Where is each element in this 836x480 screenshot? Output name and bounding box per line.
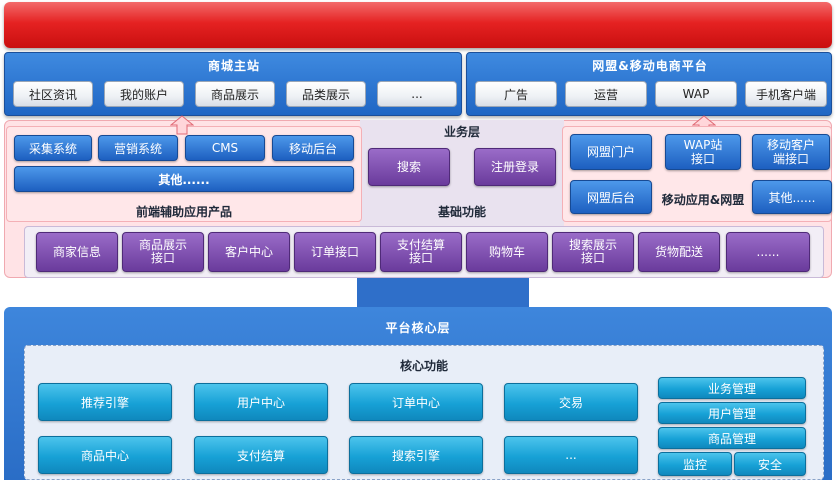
mall-item-more[interactable]: ... [377, 81, 457, 107]
mobile-alliance-title: 移动应用&网盟 [661, 192, 745, 207]
core-product-center[interactable]: 商品中心 [38, 436, 172, 474]
aux-collection-system[interactable]: 采集系统 [14, 135, 92, 161]
alliance-platform-title: 网盟&移动电商平台 [592, 58, 708, 73]
alliance-item-operations[interactable]: 运营 [565, 81, 647, 107]
platform-core-title: 平台核心层 [385, 320, 451, 335]
frontend-aux-title: 前端辅助应用产品 [135, 204, 232, 219]
alliance-item-ads[interactable]: 广告 [475, 81, 557, 107]
top-banner [4, 2, 832, 48]
aux-marketing-system[interactable]: 营销系统 [98, 135, 178, 161]
layer-connector [357, 278, 529, 308]
mgmt-product[interactable]: 商品管理 [658, 427, 806, 449]
up-arrow-icon [170, 115, 194, 135]
wap-site-interface[interactable]: WAP站 接口 [665, 134, 741, 170]
aux-cms[interactable]: CMS [185, 135, 265, 161]
func-search-display-api[interactable]: 搜索展示 接口 [552, 232, 634, 272]
mall-site-title: 商城主站 [207, 58, 260, 73]
core-functions-title: 核心功能 [399, 358, 448, 373]
func-delivery[interactable]: 货物配送 [638, 232, 720, 272]
core-payment-settlement[interactable]: 支付结算 [194, 436, 328, 474]
alliance-item-mobile-client[interactable]: 手机客户端 [745, 81, 827, 107]
mall-item-community[interactable]: 社区资讯 [13, 81, 93, 107]
mgmt-user[interactable]: 用户管理 [658, 402, 806, 424]
func-more[interactable]: ...... [726, 232, 810, 272]
aux-mobile-backend[interactable]: 移动后台 [272, 135, 354, 161]
alliance-backend[interactable]: 网盟后台 [570, 180, 652, 214]
mall-site-panel: 商城主站 社区资讯 我的账户 商品展示 品类展示 ... [4, 52, 462, 116]
business-layer-title: 业务层 [443, 124, 480, 139]
mall-item-products[interactable]: 商品展示 [195, 81, 275, 107]
aux-more[interactable]: 其他...... [14, 166, 354, 192]
core-user-center[interactable]: 用户中心 [194, 383, 328, 421]
core-more[interactable]: ... [504, 436, 638, 474]
mgmt-business[interactable]: 业务管理 [658, 377, 806, 399]
func-payment-api[interactable]: 支付结算 接口 [380, 232, 462, 272]
register-login-button[interactable]: 注册登录 [474, 148, 556, 186]
search-button[interactable]: 搜索 [368, 148, 450, 186]
mobile-client-interface[interactable]: 移动客户 端接口 [752, 134, 830, 170]
alliance-platform-panel: 网盟&移动电商平台 广告 运营 WAP 手机客户端 [466, 52, 832, 116]
core-order-center[interactable]: 订单中心 [349, 383, 483, 421]
func-merchant-info[interactable]: 商家信息 [36, 232, 118, 272]
mall-item-account[interactable]: 我的账户 [104, 81, 184, 107]
mgmt-monitoring[interactable]: 监控 [658, 452, 732, 476]
func-product-display-api[interactable]: 商品展示 接口 [122, 232, 204, 272]
core-recommendation-engine[interactable]: 推荐引擎 [38, 383, 172, 421]
mall-item-categories[interactable]: 品类展示 [286, 81, 366, 107]
core-trade[interactable]: 交易 [504, 383, 638, 421]
alliance-item-wap[interactable]: WAP [655, 81, 737, 107]
func-shopping-cart[interactable]: 购物车 [466, 232, 548, 272]
mgmt-security[interactable]: 安全 [734, 452, 806, 476]
basic-functions-title: 基础功能 [437, 204, 486, 219]
core-search-engine[interactable]: 搜索引擎 [349, 436, 483, 474]
alliance-portal[interactable]: 网盟门户 [570, 134, 652, 170]
func-order-api[interactable]: 订单接口 [294, 232, 376, 272]
func-customer-center[interactable]: 客户中心 [208, 232, 290, 272]
mobile-more[interactable]: 其他...... [752, 180, 832, 214]
